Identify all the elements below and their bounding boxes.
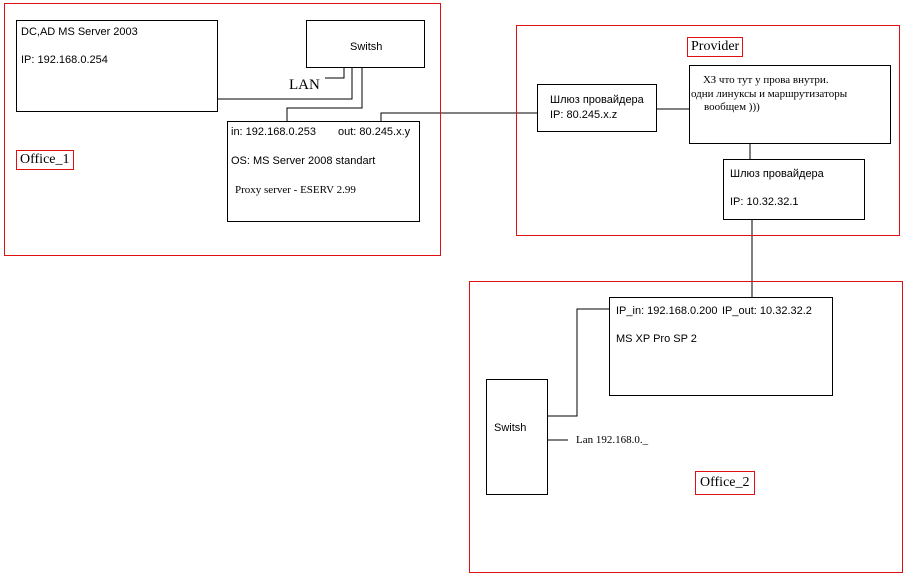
provider-gateway1-box: Шлюз провайдера IP: 80.245.x.z [537,84,657,132]
proxy-server-box: in: 192.168.0.253 out: 80.245.x.y OS: MS… [227,121,420,222]
office1-zone [4,3,441,256]
office2-zone [469,281,903,573]
server-proxy: Proxy server - ESERV 2.99 [235,184,356,196]
office1-label: Office_1 [16,150,74,170]
office2-lan-label: Lan 192.168.0._ [576,434,649,446]
office2-switch-box: Switsh [486,379,548,495]
internals-line1: ХЗ что тут у прова внутри. [703,74,829,86]
server-out-ip: out: 80.245.x.y [338,126,411,138]
client-ip-in: IP_in: 192.168.0.200 [616,305,718,317]
dc-ip: IP: 192.168.0.254 [21,54,108,66]
dc-title: DC,AD MS Server 2003 [21,26,138,38]
office1-lan-label: LAN [289,77,320,93]
provider-gateway2-box: Шлюз провайдера IP: 10.32.32.1 [723,159,865,220]
gateway1-ip: IP: 80.245.x.z [550,109,618,121]
internals-line2: одни линуксы и маршрутизаторы [691,88,848,100]
office1-switch-box: Switsh [306,20,425,68]
server-in-ip: in: 192.168.0.253 [231,126,317,138]
gateway2-ip: IP: 10.32.32.1 [730,196,799,208]
gateway1-title: Шлюз провайдера [550,94,644,106]
internals-line3: вообщем ))) [704,101,760,113]
server-os: OS: MS Server 2008 standart [231,155,376,167]
gateway2-title: Шлюз провайдера [730,168,824,180]
provider-internals-box: ХЗ что тут у прова внутри. одни линуксы … [689,65,891,144]
provider-zone [516,25,900,236]
office2-switch-label: Switsh [494,422,527,434]
office1-switch-label: Switsh [350,41,383,53]
client-ip-out: IP_out: 10.32.32.2 [722,305,812,317]
provider-label: Provider [687,37,744,57]
dc-server-box: DC,AD MS Server 2003 IP: 192.168.0.254 [16,20,218,112]
office2-label: Office_2 [695,471,755,495]
client-os: MS XP Pro SP 2 [616,333,697,345]
office2-client-box: IP_in: 192.168.0.200 IP_out: 10.32.32.2 … [609,297,833,396]
